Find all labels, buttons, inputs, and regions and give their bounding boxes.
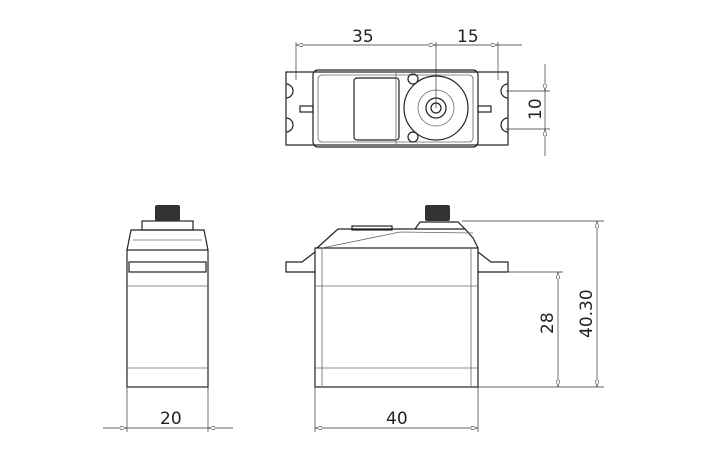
dim-15-label: 15 (457, 27, 479, 47)
dim-28-label: 28 (538, 312, 558, 334)
top-view: 35 15 10 (285, 27, 550, 156)
servo-body-front (126, 249, 209, 388)
screw-icon (407, 73, 419, 85)
left-flange (285, 251, 316, 273)
dim-40-30-label: 40.30 (577, 289, 597, 338)
screw-icon (407, 131, 419, 143)
mounting-plate (285, 71, 509, 146)
spline-gear (425, 205, 450, 221)
dim-20-label: 20 (160, 409, 182, 429)
front-view: 20 (103, 205, 233, 432)
right-flange (477, 251, 509, 273)
mounting-holes (285, 83, 509, 133)
dim-35-label: 35 (352, 27, 374, 47)
dim-10-label: 10 (526, 98, 546, 120)
label-window (353, 77, 400, 141)
spline-gear (155, 205, 180, 221)
dim-40-label: 40 (386, 409, 408, 429)
servo-body-side (314, 247, 479, 388)
side-view: 28 40.30 40 (285, 205, 604, 432)
